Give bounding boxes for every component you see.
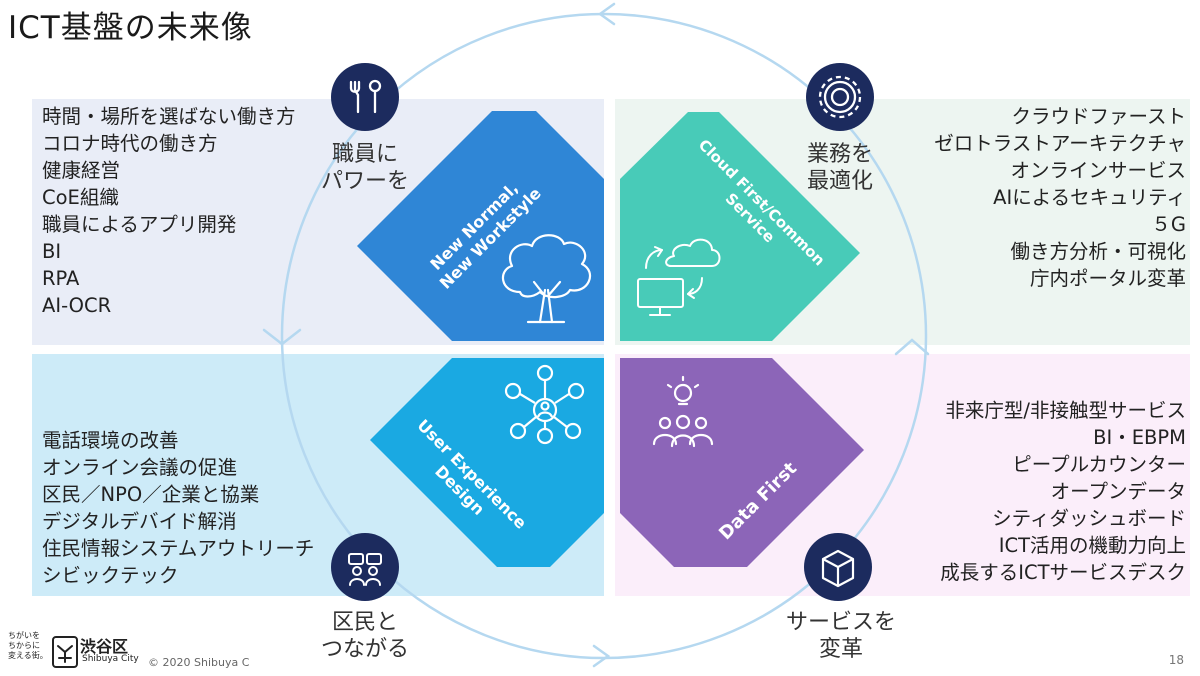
list-top-left: 時間・場所を選ばない働き方 コロナ時代の働き方 健康経営 CoE組織 職員による… xyxy=(42,103,296,319)
bubble-label-tl: 職員に パワーを xyxy=(305,141,425,195)
list-item: 住民情報システムアウトリーチ xyxy=(42,537,315,560)
list-top-right: クラウドファースト ゼロトラストアーキテクチャ オンラインサービス AIによるセ… xyxy=(934,103,1186,292)
box-icon xyxy=(821,549,855,588)
page-title: ICT基盤の未来像 xyxy=(8,10,253,46)
logo-tagline-line: ちからに xyxy=(8,641,40,650)
people-icon xyxy=(348,553,382,586)
arrow-right-icon xyxy=(894,338,930,356)
logo-tagline-line: ちがいを xyxy=(8,631,40,640)
gear-icon xyxy=(818,75,862,119)
bubble-label-br: サービスを 変革 xyxy=(766,609,916,663)
list-item: ピープルカウンター xyxy=(1012,453,1186,476)
cloud-computer-icon xyxy=(637,238,721,316)
list-item: オンライン会議の促進 xyxy=(42,456,238,479)
list-item: AIによるセキュリティ xyxy=(993,186,1186,209)
bubble-tr xyxy=(806,63,874,131)
list-item: CoE組織 xyxy=(42,186,119,209)
logo-name: 渋谷区 xyxy=(80,637,129,656)
bubble-label-line: 業務を xyxy=(806,142,873,167)
shape-data-first xyxy=(620,358,864,567)
bubble-label-line: サービスを xyxy=(785,610,896,635)
cycle-arrows xyxy=(262,2,930,668)
list-item: BI xyxy=(42,240,62,263)
logo-tagline-line: 変える街。 xyxy=(8,651,48,660)
shape-cloud-first xyxy=(620,112,860,341)
bubble-label-line: 変革 xyxy=(818,637,863,662)
tools-icon xyxy=(349,79,382,114)
bubble-label-line: 最適化 xyxy=(806,169,873,194)
list-item: AI-OCR xyxy=(42,294,112,317)
list-item: BI・EBPM xyxy=(1093,426,1186,449)
bubble-bl xyxy=(331,533,399,601)
list-item: ICT活用の機動力向上 xyxy=(998,534,1186,557)
logo-tagline: ちがいを ちからに 変える街。 xyxy=(8,631,48,661)
bubble-tl xyxy=(331,63,399,131)
logo-emblem-icon xyxy=(52,636,78,668)
list-item: 働き方分析・可視化 xyxy=(1010,240,1186,263)
bubble-label-tr: 業務を 最適化 xyxy=(780,141,900,195)
network-people-icon xyxy=(504,364,585,445)
list-item: クラウドファースト xyxy=(1011,105,1186,128)
bubble-label-bl: 区民と つながる xyxy=(300,609,430,663)
copyright: © 2020 Shibuya C xyxy=(148,656,250,669)
list-item: 成長するICTサービスデスク xyxy=(940,561,1186,584)
list-item: 時間・場所を選ばない働き方 xyxy=(42,105,296,128)
list-item: シティダッシュボード xyxy=(992,507,1186,530)
list-item: デジタルデバイド解消 xyxy=(42,510,237,533)
list-item: ５G xyxy=(1151,213,1186,236)
list-item: シビックテック xyxy=(42,564,179,587)
tree-icon xyxy=(502,234,592,324)
page-number: 18 xyxy=(1168,653,1184,667)
bubble-label-line: 区民と xyxy=(331,610,398,635)
list-item: オンラインサービス xyxy=(1010,159,1186,182)
list-item: オープンデータ xyxy=(1050,480,1186,503)
list-bottom-right: 非来庁型/非接触型サービス BI・EBPM ピープルカウンター オープンデータ … xyxy=(940,397,1186,586)
bubble-label-line: パワーを xyxy=(320,169,409,194)
shape-new-normal xyxy=(357,111,604,341)
list-item: コロナ時代の働き方 xyxy=(42,132,218,155)
idea-team-icon xyxy=(652,375,714,448)
logo-sub: Shibuya City xyxy=(82,654,139,664)
list-item: 健康経営 xyxy=(42,159,121,182)
list-item: 庁内ポータル変革 xyxy=(1029,267,1186,290)
list-item: 区民／NPO／企業と協業 xyxy=(42,483,260,506)
arrow-bottom-icon xyxy=(592,644,611,668)
list-item: RPA xyxy=(42,267,80,290)
list-item: 職員によるアプリ開発 xyxy=(42,213,237,236)
arrow-top-icon xyxy=(597,2,616,26)
list-bottom-left: 電話環境の改善 オンライン会議の促進 区民／NPO／企業と協業 デジタルデバイド… xyxy=(42,427,314,589)
bubble-label-line: つながる xyxy=(320,637,409,662)
arrow-left-icon xyxy=(262,328,302,346)
list-item: 電話環境の改善 xyxy=(42,429,179,452)
list-item: 非来庁型/非接触型サービス xyxy=(945,399,1186,422)
list-item: ゼロトラストアーキテクチャ xyxy=(934,132,1186,155)
bubble-label-line: 職員に xyxy=(331,142,398,167)
